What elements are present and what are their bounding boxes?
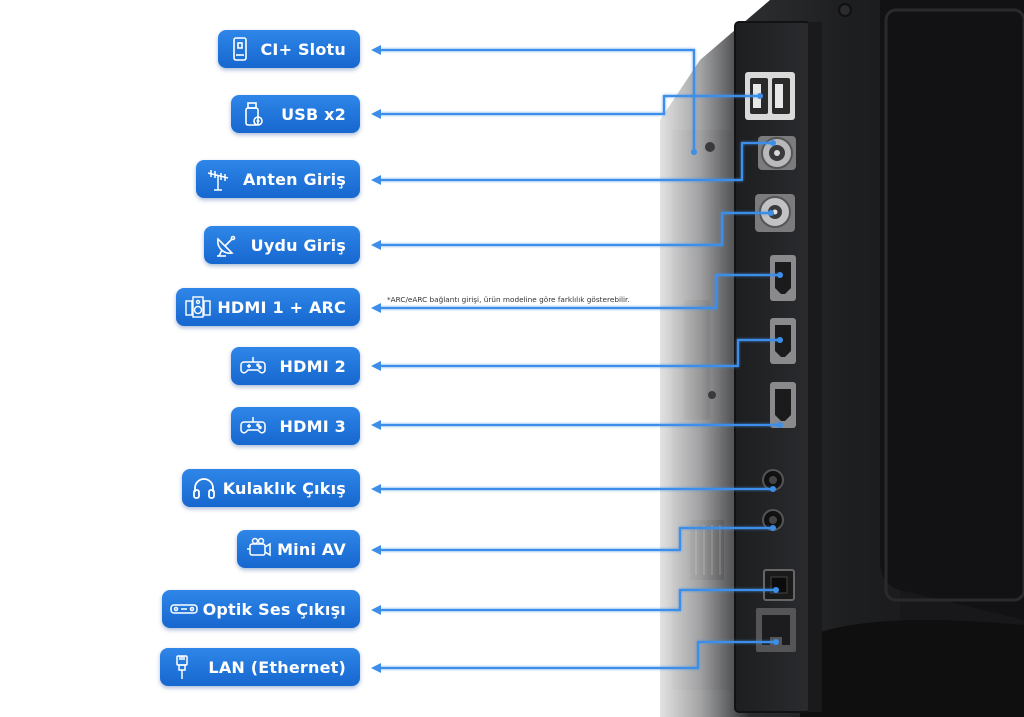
label-text: HDMI 1 + ARC [217, 297, 346, 317]
lan-port [756, 608, 796, 652]
leader-line-hdmi1 [376, 274, 780, 309]
ethernet-cable-icon [166, 651, 198, 683]
label-hdmi2: HDMI 2 [231, 347, 360, 385]
label-hdmi3: HDMI 3 [231, 407, 360, 445]
camcorder-icon [243, 533, 275, 565]
soundbar-icon [168, 593, 200, 625]
label-text: Uydu Giriş [250, 235, 346, 255]
label-text: Anten Giriş [243, 169, 346, 189]
label-headphone: Kulaklık Çıkış [182, 469, 360, 507]
label-text: Kulaklık Çıkış [222, 478, 346, 498]
leader-line-lan [376, 641, 776, 669]
speaker-system-icon [182, 291, 214, 323]
label-antenna: Anten Giriş [196, 160, 360, 198]
headphones-icon [188, 472, 220, 504]
antenna-icon [202, 163, 234, 195]
leader-endpoints [691, 93, 783, 645]
label-satellite: Uydu Giriş [204, 226, 360, 264]
leader-line-hdmi2 [376, 339, 780, 367]
label-text: HDMI 2 [279, 356, 346, 376]
hdmi-ports [770, 255, 796, 428]
usb-stick-icon [237, 98, 269, 130]
gamepad-icon [237, 350, 269, 382]
leader-line-usb [376, 95, 760, 115]
leader-line-mini-av [376, 527, 773, 551]
label-hdmi1: HDMI 1 + ARC [176, 288, 360, 326]
optical-port [763, 569, 795, 601]
label-text: Optik Ses Çıkışı [202, 599, 346, 619]
label-ci-slot: CI+ Slotu [218, 30, 360, 68]
leader-line-optical [376, 589, 776, 611]
label-text: HDMI 3 [279, 416, 346, 436]
label-usb: USB x2 [231, 95, 360, 133]
label-text: Mini AV [277, 539, 346, 559]
arc-footnote: *ARC/eARC bağlantı girişi, ürün modeline… [387, 295, 630, 304]
label-optical: Optik Ses Çıkışı [162, 590, 360, 628]
tv-body [640, 0, 1024, 717]
leader-line-antenna [376, 142, 773, 181]
label-text: USB x2 [281, 104, 346, 124]
satellite-port [755, 194, 795, 232]
gamepad-icon [237, 410, 269, 442]
label-text: LAN (Ethernet) [208, 657, 346, 677]
label-mini-av: Mini AV [237, 530, 360, 568]
leader-line-ci [376, 49, 695, 152]
leader-line-satellite [376, 212, 771, 246]
label-text: CI+ Slotu [260, 39, 346, 59]
antenna-port [758, 136, 796, 170]
leader-lines [376, 49, 780, 669]
leader-arrowheads [371, 45, 381, 673]
label-lan: LAN (Ethernet) [160, 648, 360, 686]
satellite-dish-icon [210, 229, 242, 261]
ci-card-icon [224, 33, 256, 65]
